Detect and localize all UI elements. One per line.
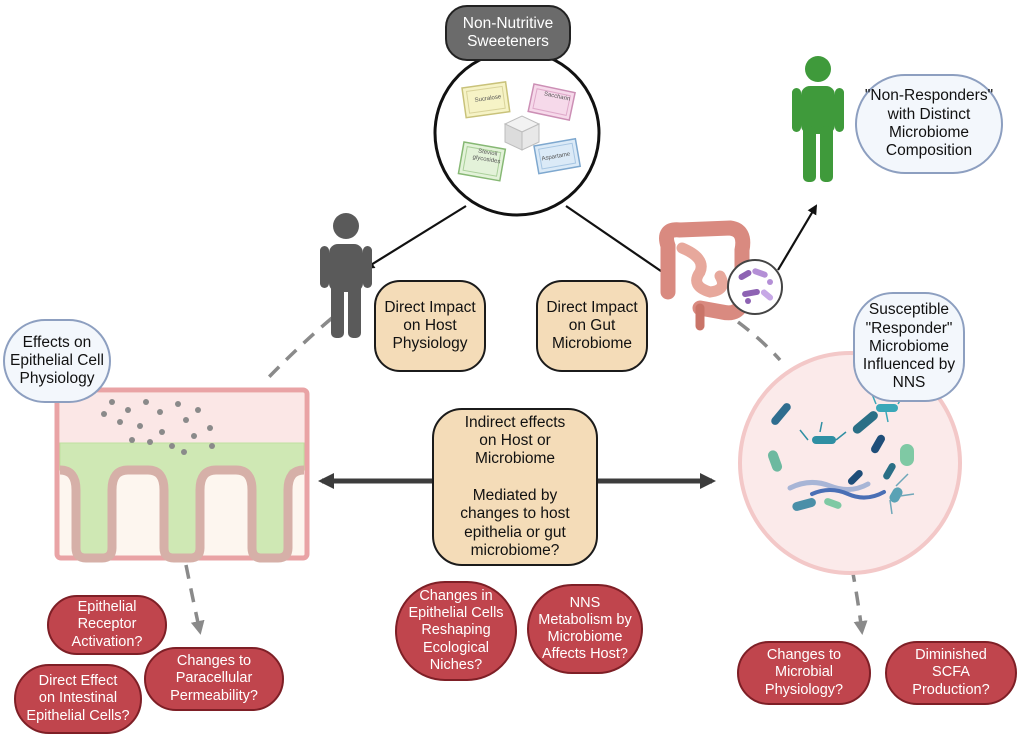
outcome-scfa: Diminished SCFA Production? <box>885 641 1017 705</box>
outcome-direct-epithelial: Direct Effect on Intestinal Epithelial C… <box>14 664 142 734</box>
outcome-microbial-physiology: Changes to Microbial Physiology? <box>737 641 871 705</box>
outcome-receptor-activation: Epithelial Receptor Activation? <box>47 595 167 655</box>
outcome-nns-metabolism: NNS Metabolism by Microbiome Affects Hos… <box>527 584 643 674</box>
dashed-responder-to-outcomes <box>850 567 868 635</box>
arrow-to-microbiome <box>565 205 676 282</box>
sugar-cube-icon <box>503 115 541 151</box>
intestine-icon <box>659 220 751 331</box>
epithelium-layer <box>59 442 305 559</box>
non-responders-bubble: "Non-Responders" with Distinct Microbiom… <box>855 74 1003 174</box>
packet-stevia <box>457 141 507 182</box>
arrow-to-host <box>364 205 467 270</box>
dashed-epithelium-to-outcomes <box>184 564 205 635</box>
person-green-icon <box>792 56 844 182</box>
person-gray-icon <box>320 213 372 338</box>
responder-bubble: Susceptible "Responder" Microbiome Influ… <box>853 292 965 402</box>
indirect-effects-box: Indirect effects on Host or Microbiome M… <box>432 408 598 566</box>
outcome-paracellular-permeability: Changes to Paracellular Permeability? <box>144 647 284 711</box>
outcome-niches: Changes in Epithelial Cells Reshaping Ec… <box>395 581 517 681</box>
direct-host-box: Direct Impact on Host Physiology <box>374 280 486 372</box>
dashed-microbiome-to-responder <box>736 320 782 362</box>
epithelial-physiology-bubble: Effects on Epithelial Cell Physiology <box>3 319 111 403</box>
packet-saccharin <box>527 83 576 122</box>
bacteria-icon <box>727 259 783 315</box>
epithelium-panel <box>54 387 310 563</box>
nns-label: Non-Nutritive Sweeteners <box>445 5 571 61</box>
packet-aspartame <box>533 137 582 175</box>
direct-microbiome-box: Direct Impact on Gut Microbiome <box>536 280 648 372</box>
arrow-to-non-responders <box>777 204 818 271</box>
packet-sucralose <box>461 81 511 119</box>
dashed-host-to-epithelium <box>266 316 334 380</box>
